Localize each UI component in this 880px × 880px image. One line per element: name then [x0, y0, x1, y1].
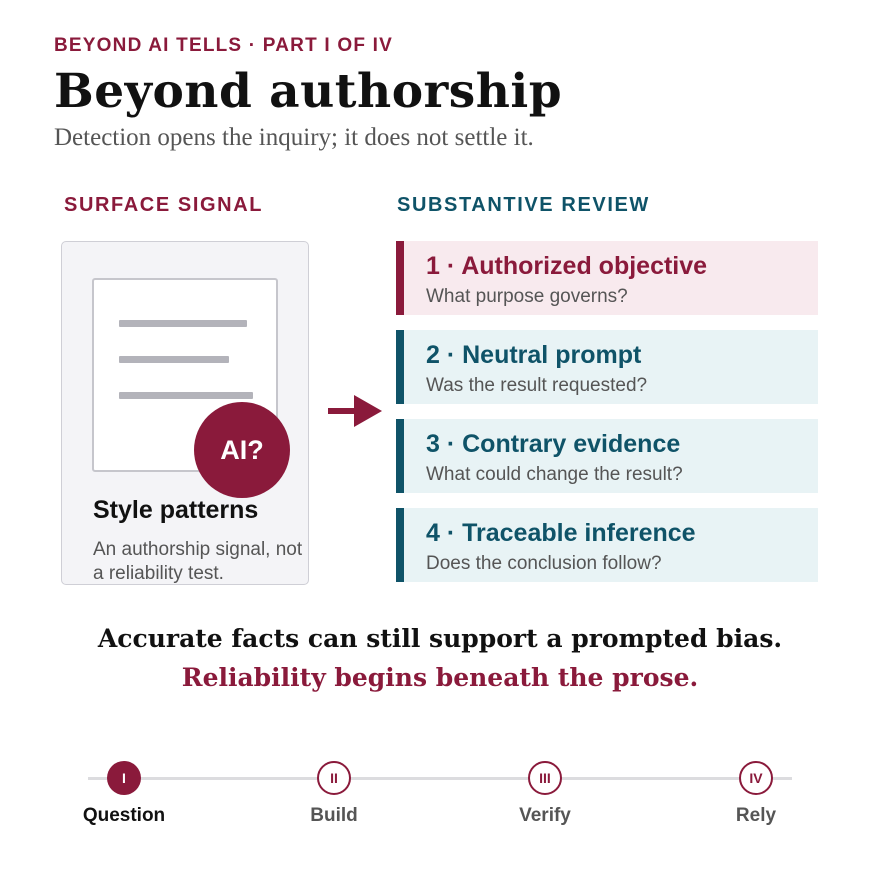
arrow-right-icon — [328, 395, 382, 427]
step-accent-bar — [396, 241, 404, 315]
progress-label-2: Build — [310, 805, 358, 826]
review-step-4: 4 · Traceable inference Does the conclus… — [396, 508, 818, 582]
surface-signal-heading: SURFACE SIGNAL — [64, 194, 264, 216]
step-title: 4 · Traceable inference — [426, 519, 696, 547]
progress-label-3: Verify — [519, 805, 571, 826]
ai-detection-badge: AI? — [194, 402, 290, 498]
progress-track — [88, 777, 792, 780]
document-line — [119, 392, 253, 399]
step-question: What purpose governs? — [426, 286, 628, 307]
progress-label-1: Question — [82, 805, 166, 826]
substantive-review-heading: SUBSTANTIVE REVIEW — [397, 194, 650, 216]
surface-card-description: An authorship signal, not a reliability … — [93, 539, 303, 584]
step-title: 2 · Neutral prompt — [426, 341, 642, 369]
page-subtitle: Detection opens the inquiry; it does not… — [54, 124, 534, 151]
progress-node-4: IV — [739, 761, 773, 795]
conclusion-line-2: Reliability begins beneath the prose. — [181, 663, 699, 692]
page-title: Beyond authorship — [54, 64, 563, 119]
progress-node-2: II — [317, 761, 351, 795]
review-step-1: 1 · Authorized objective What purpose go… — [396, 241, 818, 315]
step-title: 3 · Contrary evidence — [426, 430, 681, 458]
step-question: What could change the result? — [426, 464, 683, 485]
document-line — [119, 356, 229, 363]
progress-node-3: III — [528, 761, 562, 795]
step-question: Was the result requested? — [426, 375, 648, 396]
surface-card-title: Style patterns — [93, 496, 259, 524]
document-line — [119, 320, 247, 327]
series-kicker: BEYOND AI TELLS · PART I OF IV — [54, 35, 393, 56]
conclusion-line-1: Accurate facts can still support a promp… — [97, 624, 783, 653]
review-step-2: 2 · Neutral prompt Was the result reques… — [396, 330, 818, 404]
step-title: 1 · Authorized objective — [426, 252, 708, 280]
step-accent-bar — [396, 508, 404, 582]
step-question: Does the conclusion follow? — [426, 553, 662, 574]
review-step-3: 3 · Contrary evidence What could change … — [396, 419, 818, 493]
step-accent-bar — [396, 419, 404, 493]
progress-node-1: I — [107, 761, 141, 795]
progress-label-4: Rely — [735, 805, 777, 826]
step-accent-bar — [396, 330, 404, 404]
